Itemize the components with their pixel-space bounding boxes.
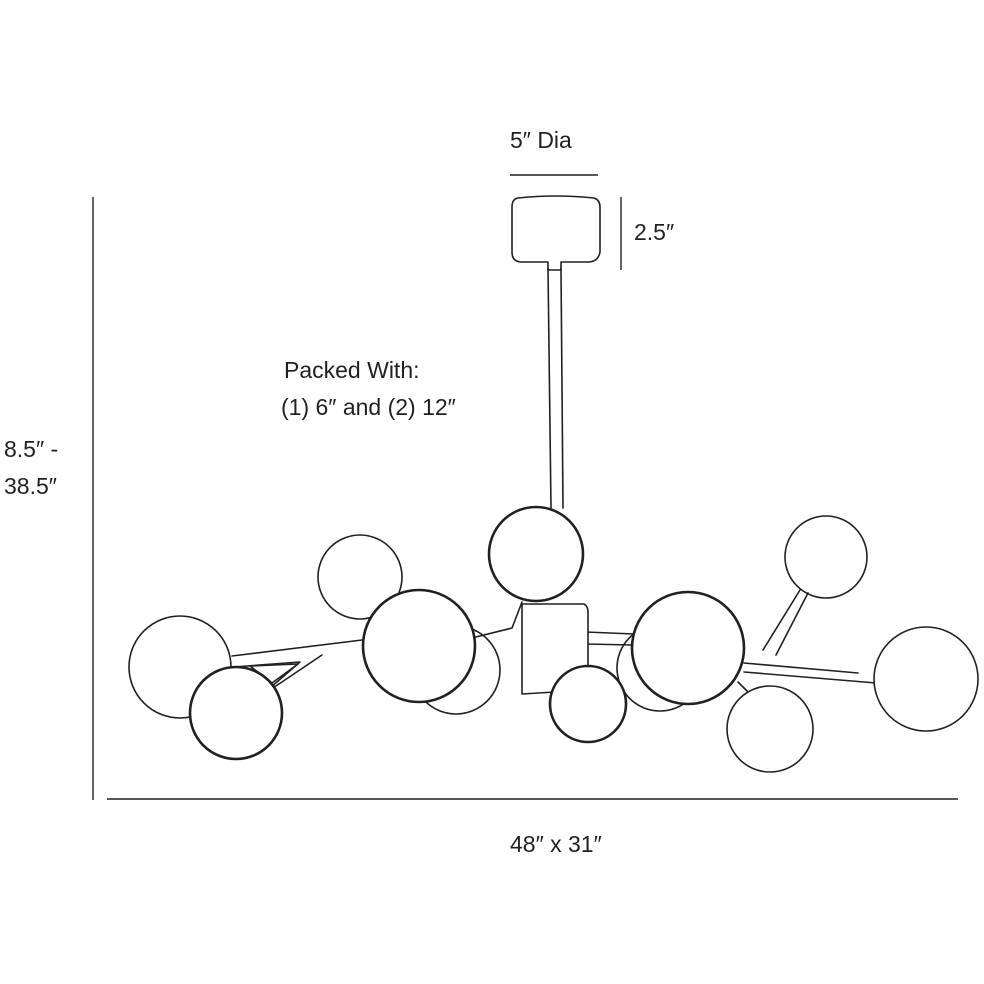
- packed-with-heading: Packed With:: [284, 357, 420, 383]
- arm-left-lower: [269, 654, 323, 691]
- stem-left-edge: [547, 267, 552, 509]
- globe-center-right: [630, 590, 746, 706]
- globe-far-right: [873, 626, 979, 732]
- globe-center-left: [361, 588, 477, 704]
- overall-height-label-min: 8.5″ -: [4, 436, 59, 462]
- width-depth-label: 48″ x 31″: [510, 831, 602, 857]
- globe-back-left: [317, 534, 403, 620]
- globe-top-center: [487, 505, 585, 603]
- arm-center-left: [475, 601, 523, 638]
- canopy: [511, 195, 601, 271]
- arm-right-upper-outer: [762, 589, 801, 651]
- arm-right-upper-inner: [775, 592, 809, 656]
- arm-right-lower-edge: [743, 671, 877, 684]
- globe-front-center: [548, 664, 628, 744]
- globe-front-right: [726, 685, 814, 773]
- globe-front-left: [188, 665, 284, 761]
- arm-left-upper: [231, 639, 363, 657]
- globe-back-right: [784, 515, 868, 599]
- canopy-diameter-label: 5″ Dia: [510, 127, 572, 153]
- stem-right-edge: [560, 267, 564, 509]
- overall-height-label-max: 38.5″: [4, 473, 57, 499]
- arm-center-right: [585, 631, 635, 635]
- packed-with-rods: (1) 6″ and (2) 12″: [281, 394, 456, 420]
- arm-right-lower: [743, 662, 859, 674]
- arm-center-right-lower: [585, 643, 633, 646]
- canopy-height-label: 2.5″: [634, 219, 675, 245]
